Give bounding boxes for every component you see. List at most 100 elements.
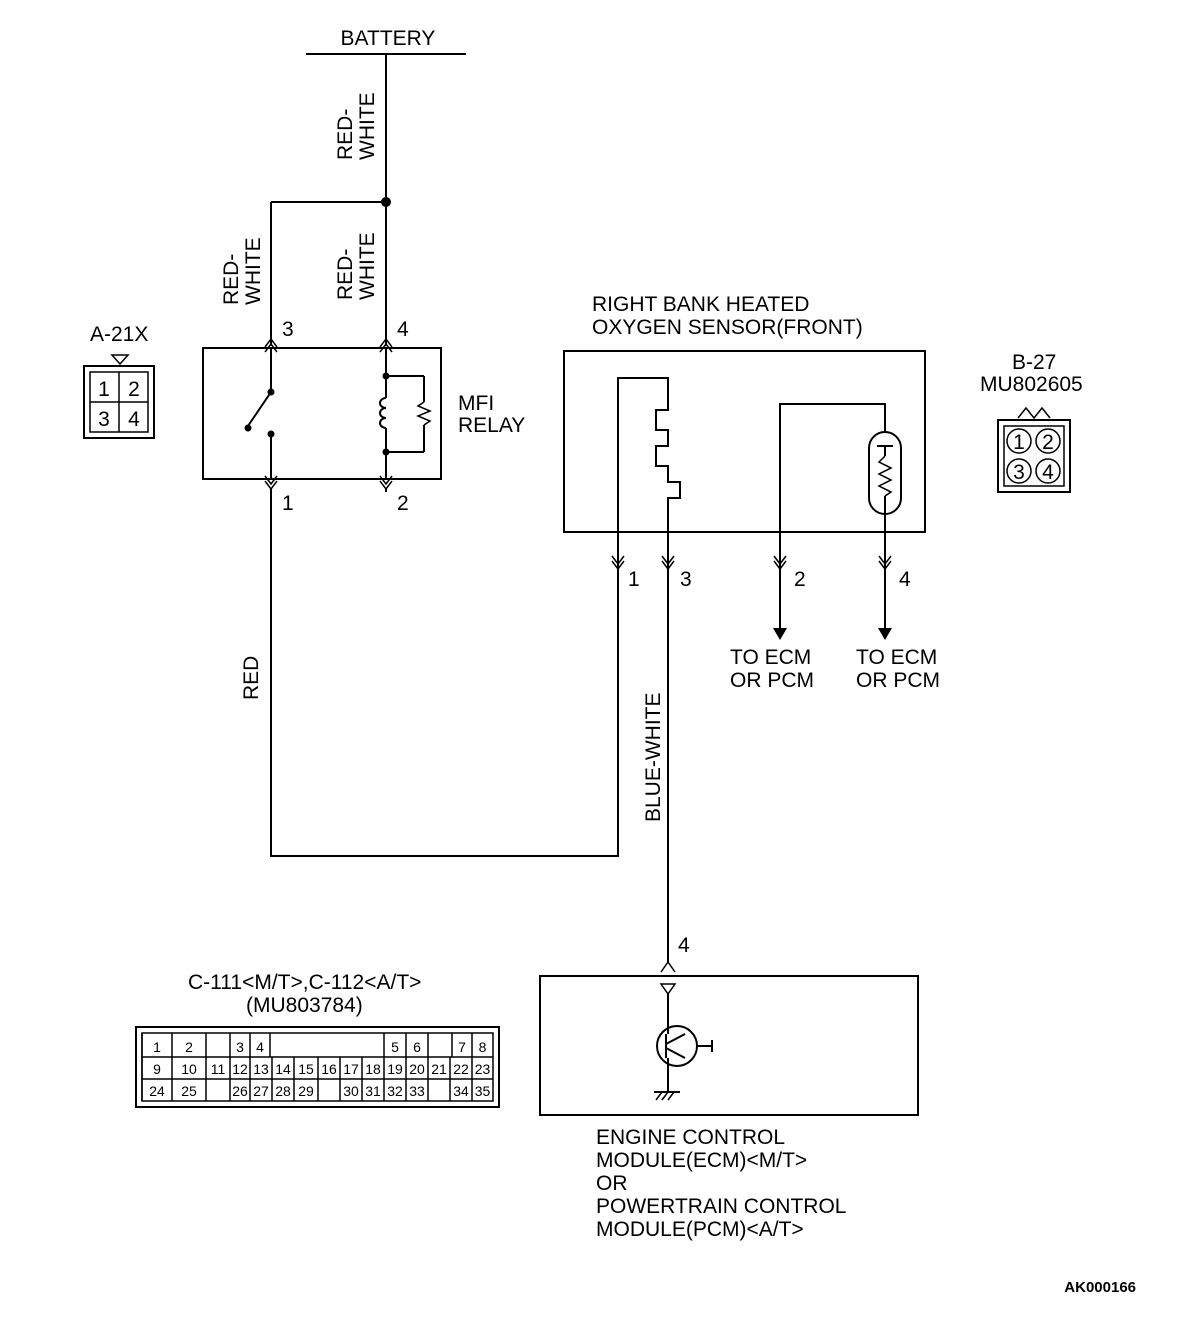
oxygen-sensor-box[interactable] [563,350,926,533]
c111-cell-3: 3 [236,1039,244,1055]
wire-label-relay-pin4: RED- WHITE [334,232,379,300]
svg-text:MFI: MFI [458,392,494,415]
sensor-pin-markers [611,555,892,571]
svg-text:RED-: RED- [334,109,357,160]
b27-cell-4: 4 [1042,461,1054,484]
svg-text:MODULE(PCM)<A/T>: MODULE(PCM)<A/T> [596,1218,804,1241]
sensor-pin-1: 1 [628,568,640,591]
c111-cell-21: 21 [431,1061,447,1077]
heater-element-icon [779,403,902,532]
connector-b27: 1 2 3 4 [997,406,1071,493]
c111-cell-19: 19 [387,1061,403,1077]
svg-text:ENGINE CONTROL: ENGINE CONTROL [596,1126,785,1149]
mfi-relay-label: MFI RELAY [458,392,525,437]
b27-cell-1: 1 [1013,431,1025,454]
c111-cell-6: 6 [413,1039,421,1055]
sensor-title: RIGHT BANK HEATED OXYGEN SENSOR(FRONT) [592,293,863,339]
svg-text:OR PCM: OR PCM [730,669,814,692]
b27-cell-2: 2 [1042,431,1054,454]
connector-a21x-label: A-21X [90,323,148,346]
mfi-relay-box[interactable] [202,347,442,480]
wire-label-relay-pin3: RED- WHITE [220,237,265,305]
c111-cell-15: 15 [298,1061,314,1077]
connector-b27-part: MU802605 [980,373,1083,396]
relay-pin-1: 1 [282,492,294,515]
c111-cell-13: 13 [253,1061,269,1077]
c111-cell-7: 7 [458,1039,466,1055]
b27-cell-3: 3 [1013,461,1025,484]
wire-label-battery-feed: RED- WHITE [334,92,379,160]
c111-cell-18: 18 [365,1061,381,1077]
sensor-pin-4: 4 [899,568,911,591]
c111-cell-4: 4 [256,1039,264,1055]
c111-cell-31: 31 [365,1083,381,1099]
arrow-down-icon [878,628,892,640]
svg-text:RELAY: RELAY [458,414,525,437]
c111-cell-30: 30 [343,1083,359,1099]
svg-text:OXYGEN SENSOR(FRONT): OXYGEN SENSOR(FRONT) [592,316,863,339]
c111-cell-14: 14 [275,1061,291,1077]
wire-relay-to-sensor[interactable] [270,489,619,857]
relay-pin-markers [264,337,393,491]
wire-label-relay-to-sensor: RED [240,656,263,700]
relay-pin-3: 3 [282,318,294,341]
svg-text:MODULE(ECM)<M/T>: MODULE(ECM)<M/T> [596,1149,807,1172]
svg-text:POWERTRAIN CONTROL: POWERTRAIN CONTROL [596,1195,846,1218]
c111-cell-35: 35 [475,1083,491,1099]
c111-cell-11: 11 [211,1061,226,1077]
c111-cell-25: 25 [181,1083,197,1099]
a21x-cell-3: 3 [98,408,110,431]
connector-b27-label: B-27 [1012,351,1056,374]
svg-text:TO ECM: TO ECM [856,646,937,669]
wire-label-sensor-to-ecm: BLUE-WHITE [642,692,665,822]
figure-code: AK000166 [1064,1279,1136,1296]
c111-cell-27: 27 [253,1083,269,1099]
svg-text:WHITE: WHITE [356,232,379,300]
c111-cell-29: 29 [298,1083,314,1099]
c111-cell-24: 24 [149,1083,165,1099]
output-label-pin2: TO ECM OR PCM [730,646,814,692]
svg-text:TO ECM: TO ECM [730,646,811,669]
svg-text:BLUE-WHITE: BLUE-WHITE [642,692,665,822]
ecm-label: ENGINE CONTROL MODULE(ECM)<M/T> OR POWER… [596,1126,846,1241]
output-label-pin4: TO ECM OR PCM [856,646,940,692]
c111-cell-8: 8 [479,1039,487,1055]
c111-cell-10: 10 [181,1061,197,1077]
relay-switch-icon [244,348,275,479]
ecm-box[interactable] [539,975,919,1116]
svg-text:RIGHT BANK HEATED: RIGHT BANK HEATED [592,293,809,316]
ecm-pin-4: 4 [678,934,690,957]
connector-c111-label: C-111<M/T>,C-112<A/T> [188,971,421,994]
arrow-down-icon [773,628,787,640]
relay-pin-4: 4 [397,318,409,341]
relay-coil-icon [379,348,432,479]
connector-a21x: 1 2 3 4 [83,354,155,439]
svg-text:OR: OR [596,1172,628,1195]
relay-pin-2: 2 [397,492,409,515]
a21x-cell-4: 4 [128,408,140,431]
c111-cell-20: 20 [409,1061,425,1077]
c111-cell-1: 1 [153,1039,161,1055]
ecm-pin-marker [660,960,676,973]
c111-cell-22: 22 [453,1061,469,1077]
svg-text:RED-: RED- [220,254,243,305]
c111-cell-17: 17 [343,1061,359,1077]
c111-cell-16: 16 [321,1061,337,1077]
svg-text:RED: RED [240,656,263,700]
sensor-pin-3: 3 [680,568,692,591]
svg-text:WHITE: WHITE [242,237,265,305]
svg-text:RED-: RED- [334,249,357,300]
c111-cell-34: 34 [453,1083,469,1099]
c111-cell-12: 12 [232,1061,248,1077]
ecm-transistor-icon [654,983,713,1101]
battery-label: BATTERY [341,27,436,50]
sensor-pin-2: 2 [794,568,806,591]
a21x-cell-1: 1 [98,378,110,401]
sensor-element-icon [617,377,681,532]
connector-c111-part: (MU803784) [246,994,363,1017]
c111-cell-26: 26 [232,1083,248,1099]
c111-cell-5: 5 [391,1039,399,1055]
svg-text:WHITE: WHITE [356,92,379,160]
